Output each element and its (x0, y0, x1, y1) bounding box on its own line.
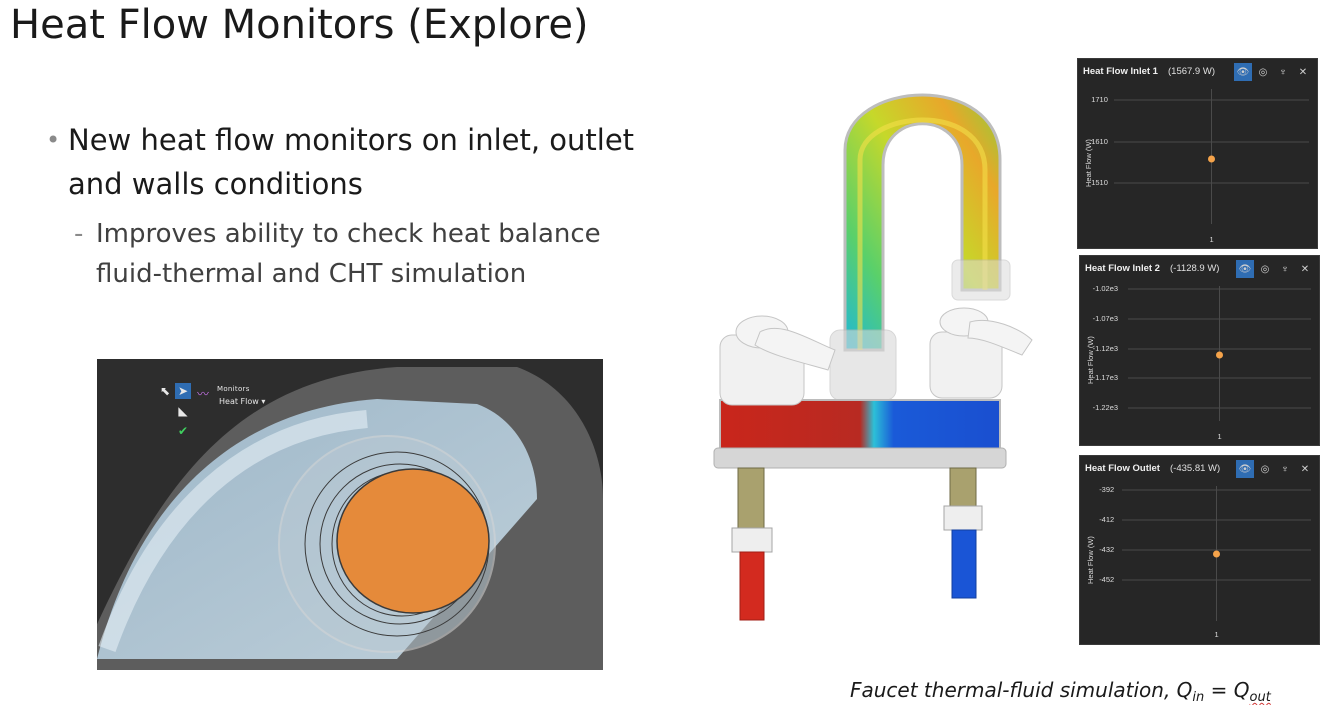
explore-toolbar: ⬉ ➤ 〰 Monitors Heat Flow ▾ ◣ ✔ (155, 381, 275, 445)
y-tick-label: 1710 (1091, 95, 1108, 104)
monitor-chart-icon[interactable]: 〰 (196, 386, 209, 401)
slide-title: Heat Flow Monitors (Explore) (10, 2, 589, 48)
ghost-icon[interactable]: ◎ (1258, 66, 1268, 78)
select-arrow-icon[interactable]: ⬉ (159, 384, 171, 398)
monitor-name: Heat Flow Inlet 1 (1083, 66, 1158, 77)
check-icon[interactable]: ✔ (177, 424, 189, 438)
faucet-simulation-render (713, 93, 1033, 621)
monitor-plot (1114, 89, 1309, 224)
slide-caption: Faucet thermal-fluid simulation, Qin = Q… (850, 678, 1271, 705)
x-tick-label: 1 (1214, 630, 1219, 639)
bullet-main: • New heat flow monitors on inlet, outle… (46, 118, 686, 206)
selected-outlet-face (336, 468, 490, 614)
monitor-heat-flow-inlet-2: Heat Flow Inlet 2 (-1128.9 W) 👁 ◎ ♆ ✕ -1.02e3 -… (1079, 255, 1320, 446)
bullet-dot: • (46, 126, 61, 154)
pin-icon[interactable]: ♆ (1281, 463, 1289, 475)
monitor-name: Heat Flow Inlet 2 (1085, 263, 1160, 274)
monitor-header: Heat Flow Outlet (-435.81 W) 👁 ◎ ♆ ✕ (1080, 456, 1319, 482)
monitor-value: (-1128.9 W) (1170, 263, 1220, 274)
ghost-icon[interactable]: ◎ (1260, 263, 1270, 275)
pin-icon[interactable]: ♆ (1279, 66, 1287, 78)
data-point (1213, 550, 1220, 558)
data-point (1208, 155, 1215, 163)
y-tick-label: -452 (1099, 575, 1115, 584)
bullet-sub-text: Improves ability to check heat balance f… (96, 219, 601, 289)
x-tick-label: 1 (1209, 235, 1214, 244)
close-icon[interactable]: ✕ (1300, 463, 1310, 475)
y-tick-label: -1.12e3 (1092, 344, 1119, 353)
y-tick-label: -1.17e3 (1092, 373, 1119, 382)
y-tick-label: -432 (1099, 545, 1115, 554)
x-tick-label: 1 (1217, 432, 1222, 441)
select-face-icon[interactable]: ◣ (178, 404, 188, 418)
monitor-header: Heat Flow Inlet 1 (1567.9 W) 👁 ◎ ♆ ✕ (1078, 59, 1317, 85)
y-tick-label: -392 (1099, 485, 1115, 494)
data-point (1216, 351, 1223, 359)
monitor-value: (1567.9 W) (1168, 66, 1215, 77)
eye-icon[interactable]: 👁 (1234, 63, 1252, 81)
monitor-heat-flow-inlet-1: Heat Flow Inlet 1 (1567.9 W) 👁 ◎ ♆ ✕ 1710 1610 1… (1077, 58, 1318, 249)
monitors-label: Monitors (217, 385, 250, 393)
y-tick-label: 1610 (1091, 137, 1108, 146)
monitor-heat-flow-outlet: Heat Flow Outlet (-435.81 W) 👁 ◎ ♆ ✕ -392 -412 -… (1079, 455, 1320, 645)
select-cursor-icon[interactable]: ➤ (175, 383, 191, 399)
bullet-main-text: New heat flow monitors on inlet, outlet … (68, 123, 635, 201)
monitor-plot (1128, 286, 1311, 421)
y-axis-label: Heat Flow (W) (1086, 536, 1095, 584)
y-tick-label: -412 (1099, 515, 1115, 524)
monitor-name: Heat Flow Outlet (1085, 463, 1160, 474)
ghost-icon[interactable]: ◎ (1260, 463, 1270, 475)
y-axis-label: Heat Flow (W) (1086, 336, 1095, 384)
eye-icon[interactable]: 👁 (1236, 260, 1254, 278)
close-icon[interactable]: ✕ (1300, 263, 1310, 275)
bullet-sub: - Improves ability to check heat balance… (74, 214, 674, 294)
y-axis-label: Heat Flow (W) (1084, 139, 1093, 187)
y-tick-label: -1.02e3 (1092, 284, 1119, 293)
monitor-header: Heat Flow Inlet 2 (-1128.9 W) 👁 ◎ ♆ ✕ (1080, 256, 1319, 282)
y-tick-label: -1.22e3 (1092, 403, 1119, 412)
pipe-elbow-render (97, 367, 603, 670)
monitor-plot (1122, 486, 1311, 621)
y-tick-label: -1.07e3 (1092, 314, 1119, 323)
sub-bullet-dash: - (74, 219, 84, 249)
close-icon[interactable]: ✕ (1298, 66, 1308, 78)
eye-icon[interactable]: 👁 (1236, 460, 1254, 478)
y-tick-label: 1510 (1091, 178, 1108, 187)
explore-viewport-screenshot: ⬉ ➤ 〰 Monitors Heat Flow ▾ ◣ ✔ (97, 359, 603, 670)
monitor-value: (-435.81 W) (1170, 463, 1221, 474)
pin-icon[interactable]: ♆ (1281, 263, 1289, 275)
heat-flow-dropdown[interactable]: Heat Flow ▾ (219, 397, 266, 406)
